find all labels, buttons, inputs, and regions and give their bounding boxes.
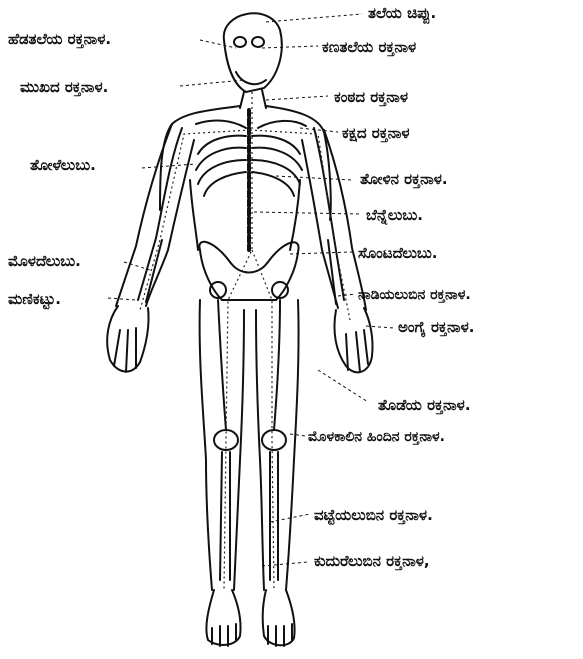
tibia-right — [270, 452, 278, 580]
rib-1 — [198, 136, 246, 154]
label-thigh-artery: ತೊಡೆಯ ರಕ್ತನಾಳ. — [378, 396, 471, 414]
label-shoulder-bone: ತೋಳೆಲುಬು. — [30, 156, 96, 174]
femur-right — [274, 300, 280, 430]
label-tibial-artery: ವಟ್ಟೆಯಲುಬಿನ ರಕ್ತನಾಳ. — [314, 506, 433, 524]
label-finger-artery: ಅಂಗೈ ರಕ್ತನಾಳ. — [398, 318, 474, 336]
label-spine: ಬೆನ್ನೆಲುಬು. — [366, 206, 423, 224]
arm-outline-left — [116, 124, 194, 306]
leader-skull — [266, 14, 362, 22]
leader-chest — [300, 128, 338, 132]
skull-outline — [224, 13, 282, 92]
torso-outline — [160, 106, 331, 220]
label-forehead-artery: ಕಣತಲೆಯ ರಕ್ತನಾಳ — [322, 38, 416, 56]
leader-hip — [290, 252, 352, 254]
forearm-right — [328, 238, 344, 304]
leader-facial — [180, 80, 244, 86]
leader-forehead — [262, 46, 318, 48]
label-hip-bone: ಸೊಂಟದೆಲುಬು. — [358, 244, 438, 262]
label-facial-artery: ಮುಖದ ರಕ್ತನಾಳ. — [20, 78, 108, 96]
leader-radial — [338, 294, 356, 296]
label-ankle-artery: ಕುದುರೆಲುಬಿನ ರಕ್ತನಾಳ, — [314, 552, 430, 570]
eye-socket-right — [252, 37, 264, 47]
label-chest-artery: ಕಕ್ಷದ ರಕ್ತನಾಳ — [342, 124, 410, 142]
jaw — [236, 72, 266, 84]
leader-thigh — [318, 370, 368, 402]
leader-spine — [254, 212, 360, 214]
clavicle-left — [196, 121, 246, 128]
eye-socket-left — [234, 37, 246, 47]
neck — [240, 90, 266, 108]
leader-neck — [266, 96, 328, 100]
label-neck-artery: ಕಂಠದ ರಕ್ತನಾಳ — [334, 88, 408, 106]
leader-wrist — [108, 298, 136, 300]
leader-popliteal — [290, 434, 306, 436]
label-popliteal-artery: ಮೊಳಕಾಲಿನ ಹಿಂದಿನ ರಕ್ತನಾಳ. — [308, 428, 445, 446]
tibia-left — [220, 452, 230, 580]
hand-right — [334, 308, 372, 372]
clavicle-right — [258, 121, 306, 128]
label-radial-artery: ನಾಡಿಯಲುಬಿನ ರಕ್ತನಾಳ. — [358, 286, 471, 304]
label-temporal-artery: ಹೆಡತಲೆಯ ರಕ್ತನಾಳ. — [8, 30, 111, 48]
label-wrist: ಮಣಿಕಟ್ಟು. — [8, 290, 61, 308]
label-arm-artery: ತೋಳಿನ ರಕ್ತನಾಳ. — [360, 170, 448, 188]
leader-temporal — [200, 40, 236, 48]
leader-arm-artery — [276, 176, 352, 180]
knee-right — [262, 430, 286, 450]
label-skull: ತಲೆಯ ಚಿಪ್ಪು. — [368, 4, 436, 22]
label-forearm-bone: ಮೊಳದೆಲುಬು. — [8, 252, 81, 270]
leader-ankle — [262, 562, 308, 566]
femur-left — [218, 300, 226, 430]
